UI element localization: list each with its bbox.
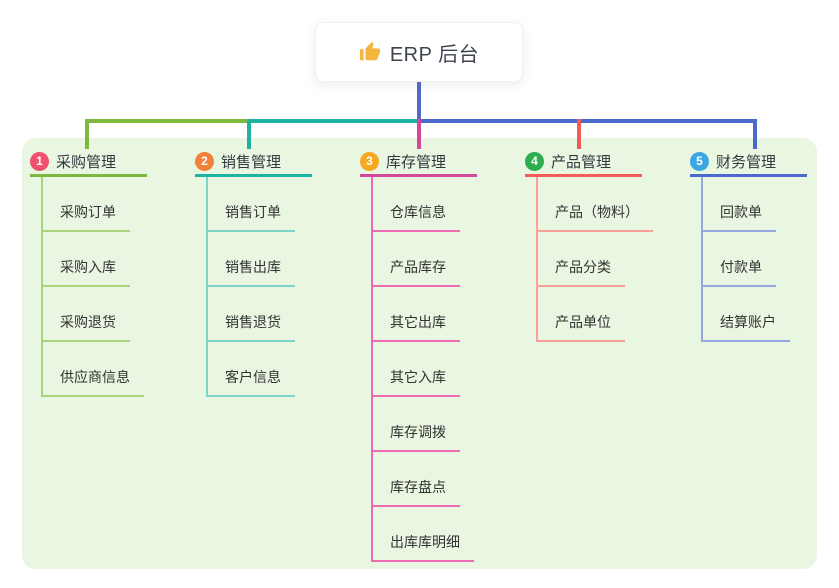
child-label: 销售出库 bbox=[225, 259, 281, 275]
branch-node-采购管理[interactable]: 1 采购管理 bbox=[30, 148, 147, 177]
child-label: 回款单 bbox=[720, 204, 762, 220]
connector-bus-segment-3 bbox=[419, 119, 757, 123]
branch-number-badge: 3 bbox=[360, 151, 379, 171]
branch-number-badge: 2 bbox=[195, 151, 214, 171]
branch-label: 产品管理 bbox=[551, 153, 612, 171]
child-node-出库库明细[interactable]: 出库库明细 bbox=[373, 507, 474, 562]
branch-children: 销售订单销售出库销售退货客户信息 bbox=[206, 177, 295, 397]
child-label: 其它出库 bbox=[390, 314, 446, 330]
child-label: 供应商信息 bbox=[60, 369, 130, 385]
branch-财务管理: 5 财务管理回款单付款单结算账户 bbox=[690, 148, 807, 342]
branch-label: 销售管理 bbox=[221, 153, 282, 171]
connector-bus-segment-2 bbox=[247, 119, 419, 123]
child-label: 仓库信息 bbox=[390, 204, 446, 220]
child-label: 采购订单 bbox=[60, 204, 116, 220]
child-label: 产品库存 bbox=[390, 259, 446, 275]
branch-children: 产品（物料） 产品分类产品单位 bbox=[536, 177, 653, 342]
child-node-仓库信息[interactable]: 仓库信息 bbox=[373, 177, 460, 232]
child-node-销售出库[interactable]: 销售出库 bbox=[208, 232, 295, 287]
child-node-采购退货[interactable]: 采购退货 bbox=[43, 287, 130, 342]
child-node-采购订单[interactable]: 采购订单 bbox=[43, 177, 130, 232]
connector-drop-4 bbox=[577, 119, 581, 149]
child-node-销售订单[interactable]: 销售订单 bbox=[208, 177, 295, 232]
child-node-采购入库[interactable]: 采购入库 bbox=[43, 232, 130, 287]
child-node-结算账户[interactable]: 结算账户 bbox=[703, 287, 790, 342]
child-node-其它入库[interactable]: 其它入库 bbox=[373, 342, 460, 397]
branch-children: 采购订单采购入库采购退货供应商信息 bbox=[41, 177, 144, 397]
child-label: 销售订单 bbox=[225, 204, 281, 220]
branch-node-库存管理[interactable]: 3 库存管理 bbox=[360, 148, 477, 177]
child-label: 出库库明细 bbox=[390, 534, 460, 550]
child-node-产品分类[interactable]: 产品分类 bbox=[538, 232, 625, 287]
child-node-销售退货[interactable]: 销售退货 bbox=[208, 287, 295, 342]
connector-drop-3 bbox=[417, 119, 421, 149]
child-node-库存调拨[interactable]: 库存调拨 bbox=[373, 397, 460, 452]
branch-库存管理: 3 库存管理仓库信息产品库存其它出库其它入库库存调拨库存盘点出库库明细 bbox=[360, 148, 477, 562]
thumbs-up-path bbox=[359, 41, 380, 61]
branch-number-badge: 1 bbox=[30, 151, 49, 171]
branch-children: 仓库信息产品库存其它出库其它入库库存调拨库存盘点出库库明细 bbox=[371, 177, 474, 562]
branch-label: 财务管理 bbox=[716, 153, 777, 171]
connector-drop-2 bbox=[247, 119, 251, 149]
branch-number-badge: 5 bbox=[690, 151, 709, 171]
child-label: 采购入库 bbox=[60, 259, 116, 275]
child-label: 库存调拨 bbox=[390, 424, 446, 440]
child-node-产品库存[interactable]: 产品库存 bbox=[373, 232, 460, 287]
child-label: 产品分类 bbox=[555, 259, 611, 275]
child-node-产品（物料）[interactable]: 产品（物料） bbox=[538, 177, 653, 232]
branch-label: 库存管理 bbox=[386, 153, 447, 171]
child-label: 产品单位 bbox=[555, 314, 611, 330]
branch-采购管理: 1 采购管理采购订单采购入库采购退货供应商信息 bbox=[30, 148, 147, 397]
child-label: 结算账户 bbox=[720, 314, 776, 330]
child-node-回款单[interactable]: 回款单 bbox=[703, 177, 776, 232]
branch-销售管理: 2 销售管理销售订单销售出库销售退货客户信息 bbox=[195, 148, 312, 397]
branch-node-财务管理[interactable]: 5 财务管理 bbox=[690, 148, 807, 177]
branches-panel bbox=[22, 138, 817, 569]
connector-drop-5 bbox=[753, 119, 757, 149]
child-node-客户信息[interactable]: 客户信息 bbox=[208, 342, 295, 397]
root-node[interactable]: ERP 后台 bbox=[315, 22, 523, 82]
branch-children: 回款单付款单结算账户 bbox=[701, 177, 790, 342]
child-label: 库存盘点 bbox=[390, 479, 446, 495]
child-label: 采购退货 bbox=[60, 314, 116, 330]
child-label: 客户信息 bbox=[225, 369, 281, 385]
child-node-其它出库[interactable]: 其它出库 bbox=[373, 287, 460, 342]
branch-node-销售管理[interactable]: 2 销售管理 bbox=[195, 148, 312, 177]
child-label: 付款单 bbox=[720, 259, 762, 275]
connector-bus-segment-1 bbox=[85, 119, 247, 123]
root-title: ERP 后台 bbox=[389, 43, 480, 66]
child-node-供应商信息[interactable]: 供应商信息 bbox=[43, 342, 144, 397]
child-node-库存盘点[interactable]: 库存盘点 bbox=[373, 452, 460, 507]
connector-drop-1 bbox=[85, 119, 89, 149]
child-node-产品单位[interactable]: 产品单位 bbox=[538, 287, 625, 342]
child-label: 其它入库 bbox=[390, 369, 446, 385]
branch-number-badge: 4 bbox=[525, 151, 544, 171]
child-label: 产品（物料） bbox=[555, 204, 639, 220]
child-node-付款单[interactable]: 付款单 bbox=[703, 232, 776, 287]
connector-root-line bbox=[417, 82, 421, 123]
thumbs-up-icon bbox=[359, 41, 380, 61]
child-label: 销售退货 bbox=[225, 314, 281, 330]
branch-产品管理: 4 产品管理产品（物料） 产品分类产品单位 bbox=[525, 148, 653, 342]
branch-node-产品管理[interactable]: 4 产品管理 bbox=[525, 148, 642, 177]
branch-label: 采购管理 bbox=[56, 153, 117, 171]
